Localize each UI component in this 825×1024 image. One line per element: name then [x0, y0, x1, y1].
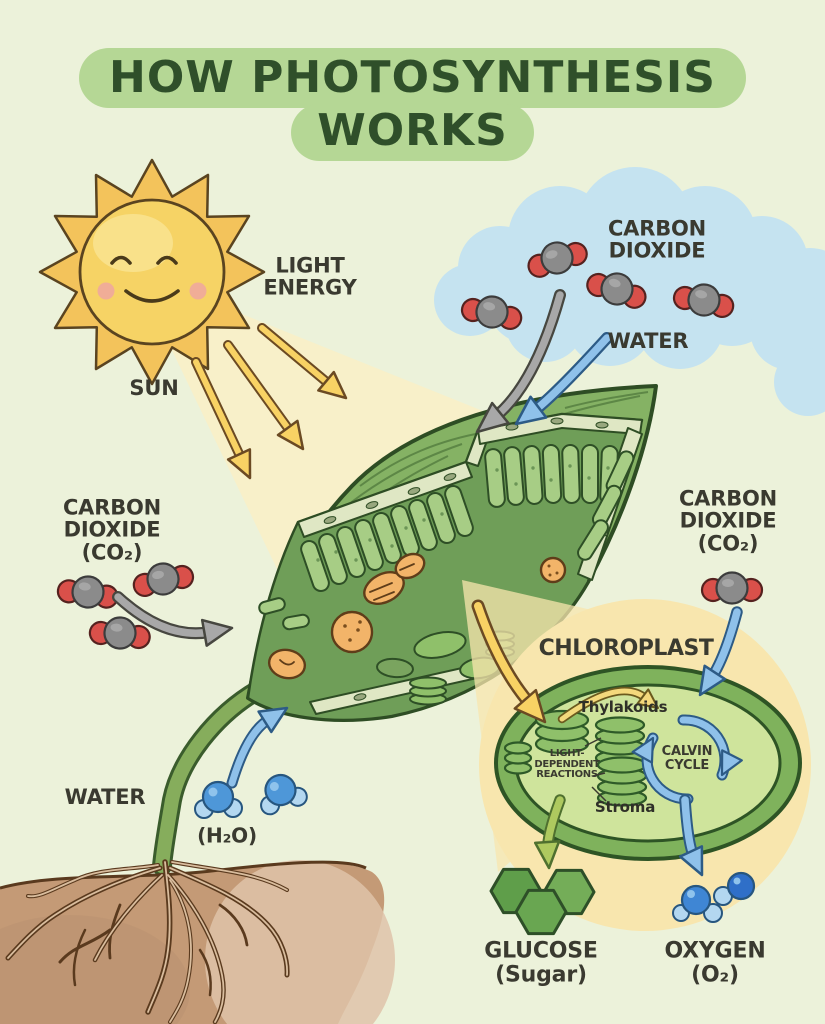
- water-molecule-icon: [193, 768, 311, 820]
- label-light-energy: LIGHT ENERGY: [263, 253, 357, 300]
- label-water-top: WATER: [607, 328, 689, 353]
- calvin-cycle-arrows: [631, 714, 743, 805]
- label-h2o: (H₂O): [197, 823, 257, 848]
- co2-arrow-left: [112, 591, 234, 647]
- stem: [152, 680, 268, 876]
- label-stroma: Stroma: [594, 797, 656, 816]
- leaf-cross-section-icon: [246, 384, 658, 722]
- label-carbon-dioxide-right: CARBON DIOXIDE (CO₂): [678, 486, 778, 556]
- co2-molecule-icon-right: [700, 571, 764, 605]
- glucose-hexagon-icon: [489, 867, 596, 936]
- soil: [0, 860, 395, 1024]
- label-chloroplast: CHLOROPLAST: [538, 636, 714, 662]
- label-calvin-cycle: CALVIN CYCLE: [661, 744, 713, 773]
- page-title: HOW PHOTOSYNTHESIS WORKS: [0, 48, 825, 162]
- water-uptake-arrow: [226, 706, 289, 789]
- title-line2: WORKS: [291, 104, 534, 162]
- energy-transfer-arrow: [557, 686, 659, 724]
- oxygen-molecule-icon: [672, 871, 756, 923]
- co2-arrow-top: [475, 289, 566, 434]
- label-water-bottom: WATER: [64, 784, 146, 809]
- label-carbon-dioxide-left: CARBON DIOXIDE (CO₂): [62, 495, 162, 565]
- label-light-dependent-reactions: LIGHT- DEPENDENT REACTIONS: [534, 747, 600, 781]
- sun-icon: [38, 158, 266, 386]
- label-oxygen: OXYGEN (O₂): [664, 938, 766, 987]
- co2-arrow-right: [698, 606, 743, 697]
- label-sun: SUN: [129, 375, 179, 400]
- label-thylakoids: Thylakoids: [578, 697, 668, 716]
- title-line1: HOW PHOTOSYNTHESIS: [79, 48, 746, 109]
- label-glucose: GLUCOSE (Sugar): [484, 938, 598, 987]
- light-to-chloroplast-arrow: [471, 599, 547, 724]
- glucose-arrow: [533, 794, 566, 870]
- roots-icon: [5, 859, 290, 1024]
- label-carbon-dioxide-top: CARBON DIOXIDE: [607, 216, 707, 263]
- water-arrow-top: [514, 332, 613, 426]
- light-energy-arrows: [191, 323, 348, 480]
- oxygen-arrow: [678, 794, 704, 877]
